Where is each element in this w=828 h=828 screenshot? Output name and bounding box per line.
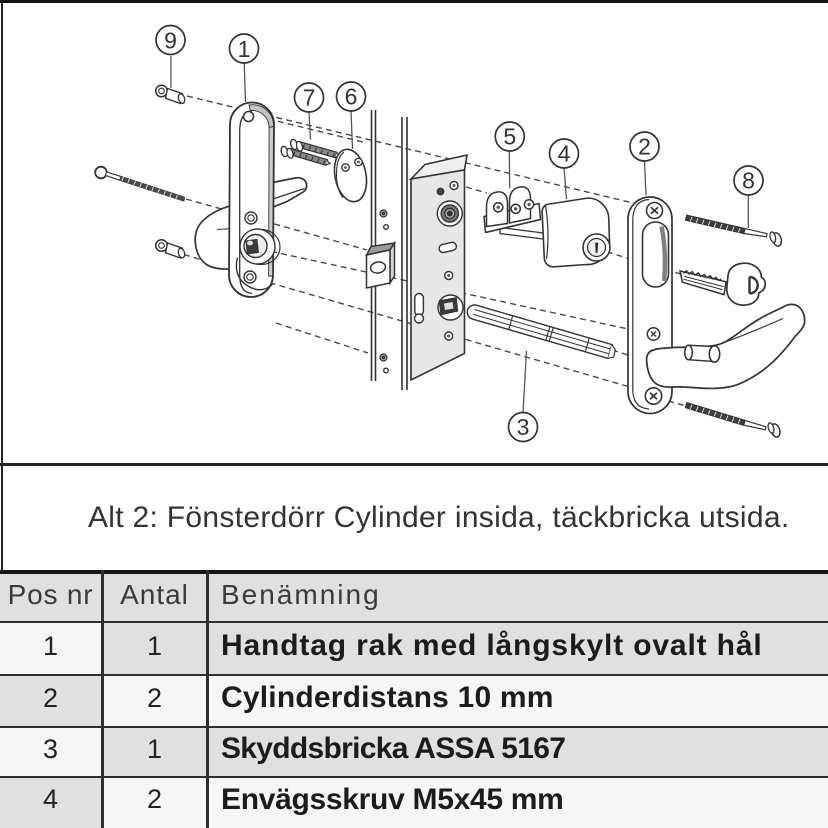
svg-text:2: 2 (638, 134, 651, 160)
svg-text:8: 8 (742, 168, 755, 194)
svg-text:6: 6 (345, 84, 358, 110)
svg-text:9: 9 (164, 28, 177, 54)
svg-text:7: 7 (303, 85, 316, 111)
svg-text:5: 5 (503, 124, 516, 150)
svg-text:3: 3 (517, 414, 530, 440)
svg-text:1: 1 (238, 36, 251, 62)
svg-text:4: 4 (558, 141, 571, 167)
